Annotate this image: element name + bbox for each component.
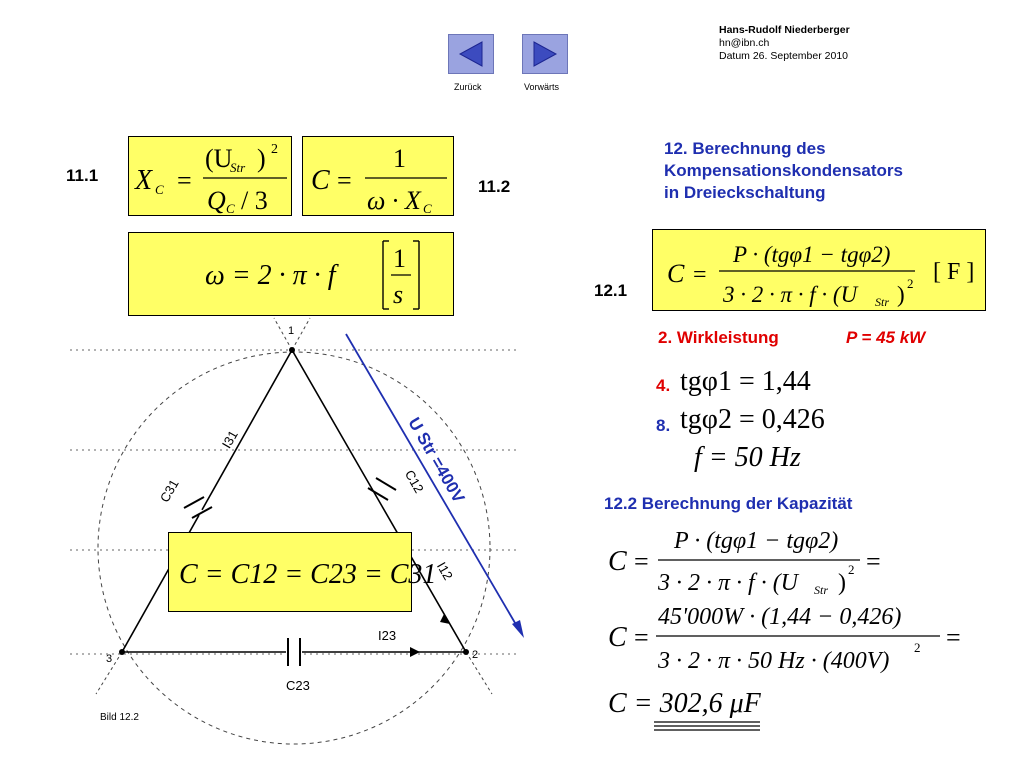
svg-text:2: 2 [271,142,278,157]
node-2: 2 [472,649,478,661]
power-value: P = 45 kW [846,328,926,347]
formula-c121: C = P · (tgφ1 − tgφ2) 3 · 2 · π · f · (U… [667,242,974,309]
node-3: 3 [106,653,112,665]
formula-label-12-1: 12.1 [594,281,628,300]
formula-c-chain: C = C12 = C23 = C31 [179,559,436,590]
forward-button[interactable] [522,34,568,74]
section-12-2: 12.2 Berechnung der Kapazität [604,494,853,513]
svg-text:f = 50 Hz: f = 50 Hz [694,442,801,473]
formula-c-box: C = 1 ω · X C [302,136,454,216]
svg-text:): ) [838,570,846,596]
svg-text:C = 302,6 μF: C = 302,6 μF [608,688,762,719]
svg-text:=: = [946,623,961,652]
svg-text:=: = [177,166,192,195]
formula-label-11-1: 11.1 [66,166,99,185]
author-email: hn@ibn.ch [719,37,770,49]
arrow-i23 [410,647,420,657]
svg-text:P · (tgφ1 − tgφ2): P · (tgφ1 − tgφ2) [673,528,838,554]
svg-text:X: X [134,165,153,196]
formula-c: C = 1 ω · X C [311,144,447,216]
svg-text:P · (tgφ1 − tgφ2): P · (tgφ1 − tgφ2) [732,242,890,267]
svg-text:C: C [226,201,235,216]
label-c23: C23 [286,678,310,693]
svg-text:3 · 2 · π · f · (U: 3 · 2 · π · f · (U [657,570,800,596]
svg-text:=: = [693,262,707,288]
svg-text:1: 1 [393,244,406,273]
formula-label-11-2: 11.2 [478,177,511,196]
svg-text:tgφ1 = 1,44: tgφ1 = 1,44 [680,366,811,397]
svg-text:=: = [634,623,649,652]
given-values: tgφ1 = 1,44 tgφ2 = 0,426 f = 50 Hz [680,366,825,473]
svg-text:C: C [155,182,164,197]
svg-text:C: C [423,201,432,216]
author-block: Hans-Rudolf Niederberger hn@ibn.ch Datum… [719,24,850,63]
node-1: 1 [288,325,294,337]
label-i23: I23 [378,628,396,643]
label-c31: C31 [157,477,182,505]
label-i12: I12 [434,559,456,582]
svg-text:/ 3: / 3 [241,186,268,215]
svg-text:ω = 2 · π · f: ω = 2 · π · f [205,260,339,291]
label-c12: C12 [402,467,427,495]
svg-text:=: = [866,547,881,576]
svg-text:Str: Str [875,295,889,309]
step-8: 8. [656,416,671,435]
formula-c-chain-box: C = C12 = C23 = C31 [168,532,436,612]
svg-text:2: 2 [907,276,914,291]
slide-date: Datum 26. September 2010 [719,50,848,62]
svg-text:Str: Str [230,160,246,175]
svg-text:2: 2 [914,640,921,655]
triangle-left-icon [458,41,483,67]
formula-xc-box: X C = (U Str ) 2 Q C / 3 [128,136,292,216]
svg-text:C = C12 = C23 = C31: C = C12 = C23 = C31 [179,559,436,590]
svg-text:): ) [897,282,905,307]
svg-text:Q: Q [207,186,226,215]
svg-text:=: = [337,166,352,195]
svg-text:C: C [311,165,330,196]
svg-text:C: C [667,259,685,288]
step-wirkleistung: 2. Wirkleistung [658,328,779,347]
svg-text:C: C [608,546,627,577]
svg-text:[ F ]: [ F ] [933,259,974,285]
back-button[interactable] [448,34,494,74]
section-title: 12. Berechnung des Kompensationskondensa… [664,139,903,202]
formula-omega-box: ω = 2 · π · f 1 s [128,232,454,316]
svg-text:45'000W · (1,44 − 0,426): 45'000W · (1,44 − 0,426) [658,604,901,630]
arrow-i12 [440,614,450,624]
author-name: Hans-Rudolf Niederberger [719,24,850,36]
svg-text:(U: (U [205,144,233,173]
formula-omega: ω = 2 · π · f 1 s [205,240,420,310]
svg-text:3 · 2 · π · 50 Hz · (400V): 3 · 2 · π · 50 Hz · (400V) [657,648,889,674]
calculation-12-2: C = P · (tgφ1 − tgφ2) 3 · 2 · π · f · (U… [608,528,961,731]
svg-text:=: = [634,547,649,576]
triangle-right-icon [533,41,558,67]
svg-text:2: 2 [848,562,855,577]
svg-text:Str: Str [814,583,828,597]
svg-text:tgφ2 = 0,426: tgφ2 = 0,426 [680,404,825,435]
delta-circuit-diagram: 1 2 3 I31 C31 C12 I12 I23 C23 U Str =400… [70,317,524,745]
svg-text:): ) [257,144,266,173]
svg-text:1: 1 [393,144,406,173]
back-label: Zurück [454,82,482,92]
forward-label: Vorwärts [524,82,560,92]
svg-text:C: C [608,622,627,653]
step-4: 4. [656,376,671,395]
figure-label: Bild 12.2 [100,712,139,723]
formula-xc: X C = (U Str ) 2 Q C / 3 [134,142,287,216]
formula-c121-box: C = P · (tgφ1 − tgφ2) 3 · 2 · π · f · (U… [652,229,986,311]
svg-text:3 · 2 · π · f · (U: 3 · 2 · π · f · (U [722,282,859,307]
svg-text:ω · X: ω · X [367,186,422,215]
svg-text:s: s [393,280,403,309]
